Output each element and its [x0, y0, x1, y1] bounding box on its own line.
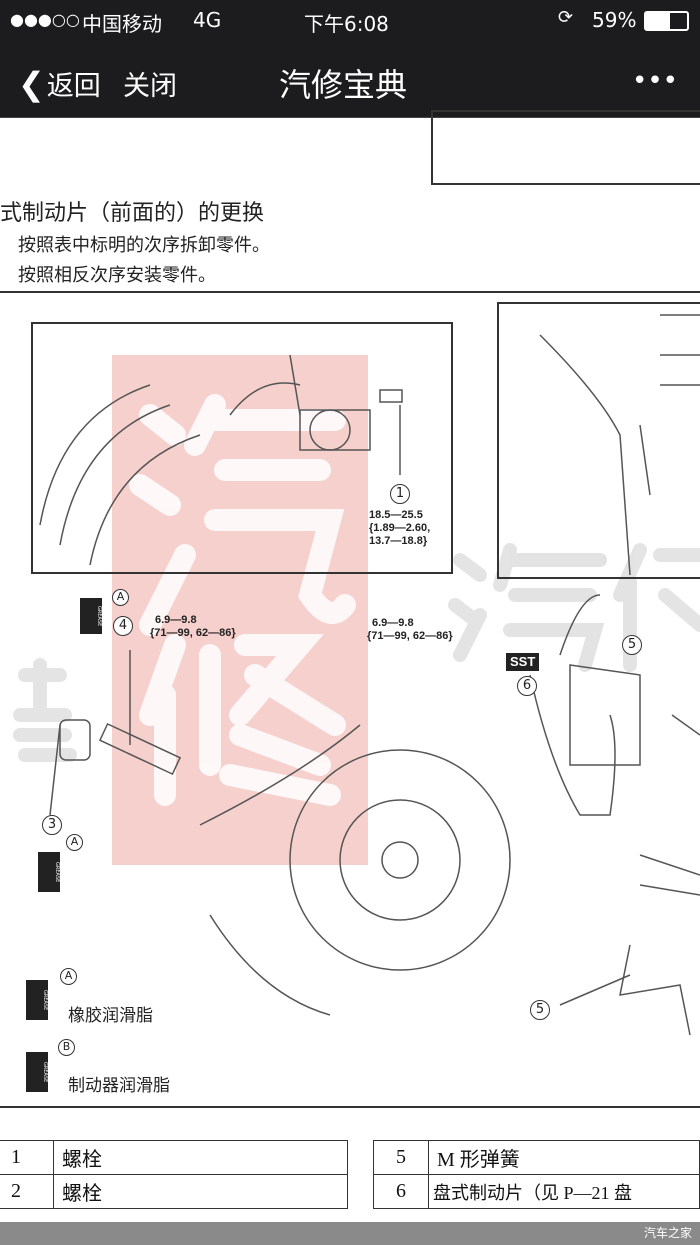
battery-icon [644, 11, 689, 31]
callout-5-bottom: 5 [530, 1000, 550, 1020]
battery-percent: 59% [592, 8, 637, 32]
brake-diagram [31, 302, 700, 1036]
step-1: 按照表中标明的次序拆卸零件。 [18, 235, 270, 256]
source-watermark-bar: 汽车之家 [0, 1222, 700, 1245]
page-title: 汽修宝典 [279, 66, 408, 104]
step-2: 按照相反次序安装零件。 [18, 265, 216, 286]
chevron-left-icon: ❮ [18, 64, 45, 103]
section-heading: 式制动片（前面的）的更换 [0, 201, 265, 226]
grease-can-icon: GREASE [26, 1052, 48, 1092]
grease-can-icon: GREASE [38, 852, 60, 892]
sst-badge: SST [506, 653, 540, 671]
legend-label-b: 制动器润滑脂 [68, 1076, 170, 1096]
key-a-2: A [66, 834, 83, 851]
grease-can-icon: GREASE [26, 980, 48, 1020]
rotation-lock-icon: ⟳ [558, 7, 574, 28]
grease-can-icon: GREASE [80, 598, 102, 634]
torque-spec-2: 6.9—9.8{71—99, 62—86} [150, 614, 236, 639]
legend-label-a: 橡胶润滑脂 [68, 1006, 153, 1026]
divider [0, 1106, 700, 1108]
carrier: 中国移动 [82, 12, 162, 36]
callout-4: 4 [113, 616, 133, 636]
callout-1: 1 [390, 484, 410, 504]
figure-frame-top [431, 110, 700, 185]
signal-strength: ●●●○○ [10, 10, 80, 29]
more-icon[interactable]: ••• [632, 66, 679, 96]
key-a-1: A [112, 589, 129, 606]
divider [0, 291, 700, 293]
callout-3: 3 [42, 815, 62, 835]
status-bar: ●●●○○ 中国移动 4G 下午6:08 ⟳ 59% [0, 0, 700, 50]
nav-bar: ❮ 返回 关闭 汽修宝典 ••• [0, 50, 700, 118]
legend-key-b: B [58, 1039, 75, 1056]
source-label: 汽车之家 [643, 1226, 692, 1240]
clock: 下午6:08 [304, 12, 389, 36]
back-button[interactable]: ❮ 返回 [18, 64, 101, 103]
legend-key-a: A [60, 968, 77, 985]
network-type: 4G [193, 8, 222, 32]
back-label: 返回 [46, 71, 101, 102]
torque-spec-3: 6.9—9.8{71—99, 62—86} [367, 617, 453, 642]
close-button[interactable]: 关闭 [123, 71, 177, 102]
torque-spec-1: 18.5—25.5{1.89—2.60,13.7—18.8} [369, 509, 431, 547]
callout-6: 6 [517, 676, 537, 696]
callout-5-top: 5 [622, 635, 642, 655]
